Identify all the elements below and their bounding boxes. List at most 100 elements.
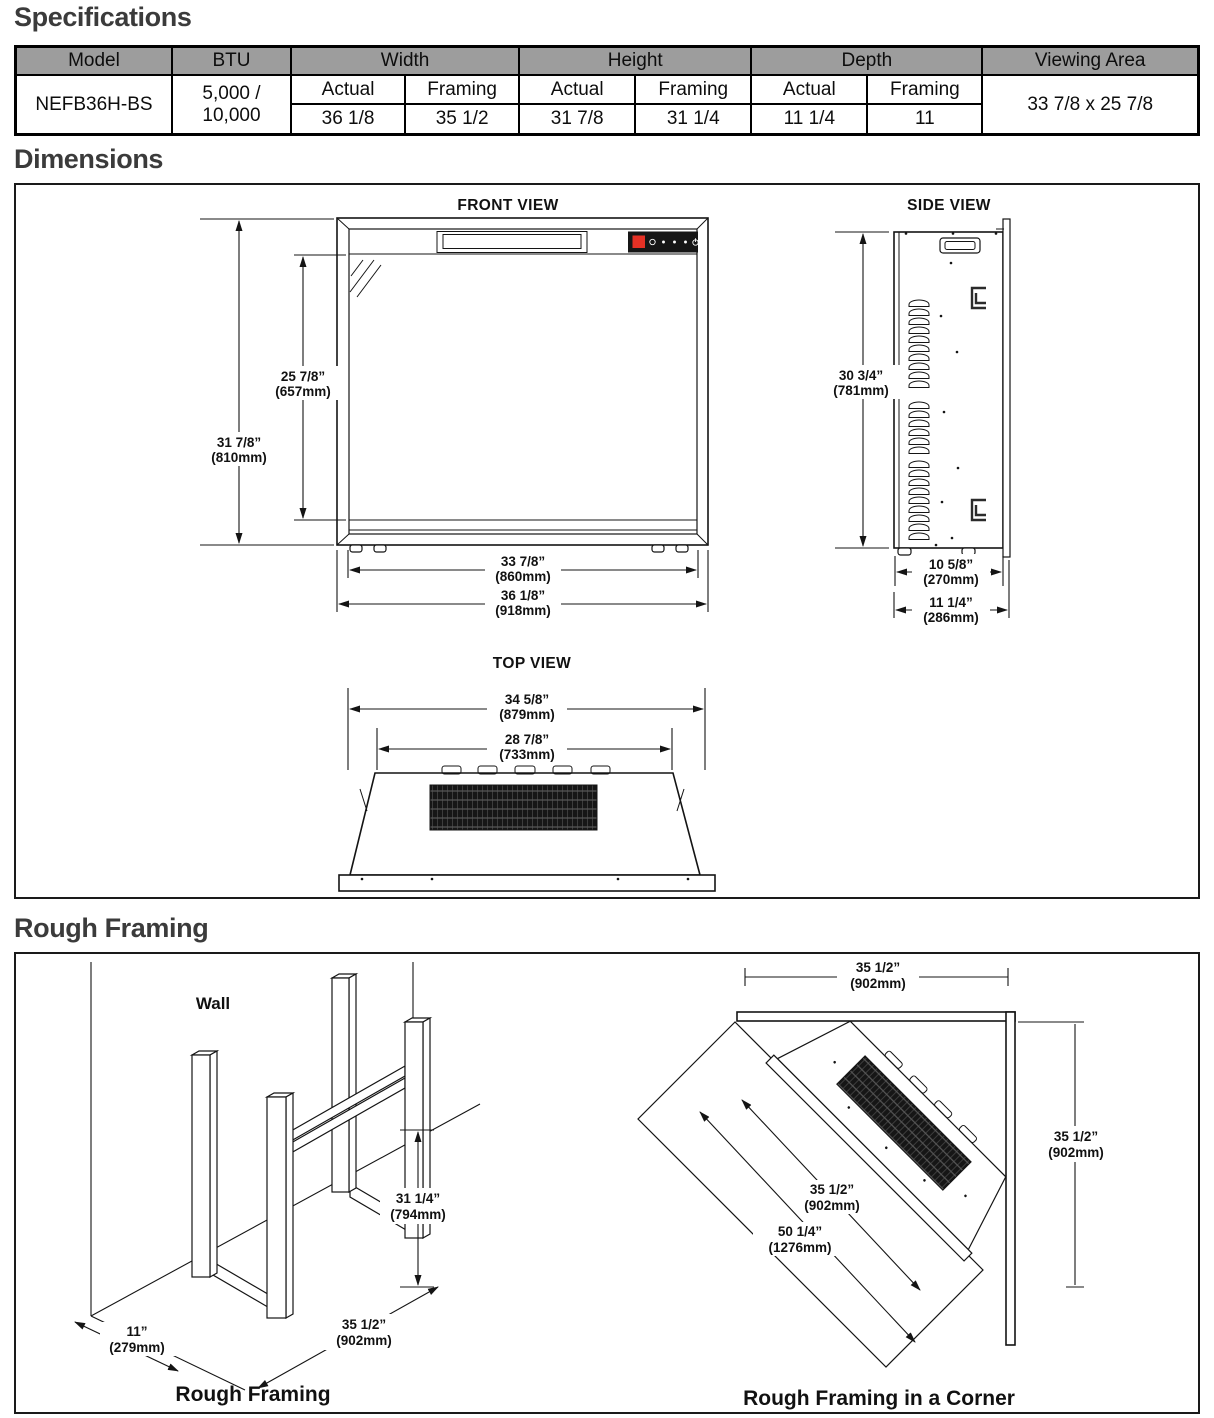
cell-btu-line1: 5,000 /	[202, 82, 261, 104]
dot-icon	[684, 240, 687, 244]
dim-corner-top-width: 35 1/2” (902mm)	[744, 958, 1009, 992]
side-foot	[897, 547, 912, 556]
side-foot	[961, 547, 976, 556]
frame-corner-bevels	[336, 217, 709, 546]
dimensions-drawing: FRONT VIEW	[200, 197, 1011, 892]
stud-back-right	[329, 972, 359, 1194]
screw-dots	[904, 232, 998, 547]
dim-front-overall-height: 31 7/8” (810mm)	[200, 218, 334, 546]
dim-side-height-mm: (781mm)	[833, 383, 889, 398]
mounting-brackets	[970, 286, 986, 522]
dim-side-height-in: 30 3/4”	[839, 368, 883, 383]
dim-top-outer-width-mm: (879mm)	[499, 707, 555, 722]
dim-corner-diagonal-width-in: 35 1/2”	[810, 1182, 854, 1197]
dim-rough-width-mm: (902mm)	[336, 1333, 392, 1348]
corner-right-wall	[1005, 1011, 1016, 1346]
cell-width-actual: 36 1/8	[290, 103, 407, 136]
dimensions-heading: Dimensions	[14, 144, 164, 174]
corner-top-wall	[736, 1011, 1016, 1022]
front-view-label: FRONT VIEW	[457, 197, 558, 214]
control-panel-icons	[649, 238, 699, 246]
dim-front-glass-height-in: 25 7/8”	[281, 369, 325, 384]
dim-rough-depth: 11” (279mm)	[74, 1321, 179, 1372]
cell-btu-line2: 10,000	[202, 104, 261, 126]
dim-top-inner-width-mm: (733mm)	[499, 747, 555, 762]
subheader-depth-framing: Framing	[866, 74, 984, 105]
top-vent-slot-inner	[442, 234, 582, 249]
dim-top-outer-width-in: 34 5/8”	[505, 692, 549, 707]
dot-icon	[673, 240, 676, 244]
subheader-height-framing: Framing	[634, 74, 753, 105]
rough-framing-diagram-box: Wall	[14, 952, 1200, 1414]
dim-front-overall-width: 36 1/8” (918mm)	[336, 550, 709, 621]
front-view: FRONT VIEW	[200, 197, 709, 621]
dimensions-diagram-box: FRONT VIEW	[14, 183, 1200, 899]
dim-front-glass-height: 25 7/8” (657mm)	[266, 254, 346, 521]
subheader-width-framing: Framing	[404, 74, 521, 105]
rough-framing-corner: 35 1/2” (902mm) 35 1/2” (902mm) 35 1/2” …	[637, 958, 1116, 1410]
side-body	[893, 231, 1004, 549]
dim-front-overall-height-in: 31 7/8”	[217, 435, 261, 450]
dim-side-overall-depth-in: 11 1/4”	[929, 595, 973, 610]
dim-rough-opening-height-mm: (794mm)	[390, 1207, 446, 1222]
dim-side-overall-depth: 11 1/4” (286mm)	[893, 560, 1010, 626]
dim-rough-opening-height: 31 1/4” (794mm)	[380, 1129, 456, 1288]
dim-corner-overall-width: 50 1/4” (1276mm)	[699, 1111, 916, 1343]
dim-corner-overall-width-mm: (1276mm)	[768, 1240, 831, 1255]
dim-corner-diagonal-width-mm: (902mm)	[804, 1198, 860, 1213]
top-bumps	[441, 765, 611, 775]
dim-top-inner-width-in: 28 7/8”	[505, 732, 549, 747]
stud-back-left	[189, 1049, 220, 1279]
specifications-table: Model BTU Width Height Depth Viewing Are…	[14, 45, 1200, 136]
dim-side-body-depth-in: 10 5/8”	[929, 557, 973, 572]
base-plate-dots	[360, 877, 690, 881]
top-view: TOP VIEW 34 5/8” (879mm) 28 7/8” (733mm)	[338, 655, 716, 892]
col-header-width: Width	[290, 45, 521, 76]
dim-top-outer-width: 34 5/8” (879mm)	[347, 688, 706, 770]
mode-icon	[649, 238, 656, 246]
dim-front-overall-width-mm: (918mm)	[495, 603, 551, 618]
col-header-model: Model	[14, 45, 173, 76]
side-handle	[939, 237, 981, 254]
dim-side-overall-depth-mm: (286mm)	[923, 610, 979, 625]
dim-side-body-depth: 10 5/8” (270mm)	[894, 554, 1004, 588]
dim-corner-top-width-mm: (902mm)	[850, 976, 906, 991]
dim-top-inner-width: 28 7/8” (733mm)	[376, 728, 673, 770]
front-flange	[1002, 218, 1011, 558]
cell-height-actual: 31 7/8	[518, 103, 637, 136]
dim-front-overall-width-in: 36 1/8”	[501, 588, 545, 603]
cell-depth-framing: 11	[866, 103, 984, 136]
cell-viewing-area: 33 7/8 x 25 7/8	[981, 74, 1200, 136]
dim-rough-depth-in: 11”	[126, 1324, 147, 1339]
dot-icon	[662, 240, 665, 244]
rough-framing-caption: Rough Framing	[175, 1383, 330, 1406]
subheader-depth-actual: Actual	[750, 74, 869, 105]
dim-corner-right-width: 35 1/2” (902mm)	[1018, 1021, 1116, 1288]
dim-front-face-width: 33 7/8” (860mm)	[347, 550, 699, 586]
top-base-plate	[338, 874, 716, 892]
specifications-heading: Specifications	[14, 2, 192, 32]
corner-caption: Rough Framing in a Corner	[743, 1387, 1015, 1410]
dim-corner-right-width-in: 35 1/2”	[1054, 1129, 1098, 1144]
side-handle-inner	[944, 241, 976, 250]
fireplace-front-face	[348, 228, 698, 535]
subheader-height-actual: Actual	[518, 74, 637, 105]
dim-corner-overall-width-in: 50 1/4”	[778, 1224, 822, 1239]
top-side-marks	[359, 788, 685, 812]
cell-model: NEFB36H-BS	[14, 74, 173, 136]
top-vent-slot	[436, 231, 588, 253]
dim-rough-depth-mm: (279mm)	[109, 1340, 165, 1355]
col-header-height: Height	[518, 45, 753, 76]
dim-front-overall-height-mm: (810mm)	[211, 450, 267, 465]
corner-unit-bumps	[884, 1050, 977, 1144]
dim-front-face-width-mm: (860mm)	[495, 569, 551, 584]
cell-depth-actual: 11 1/4	[750, 103, 869, 136]
side-view: SIDE VIEW	[824, 197, 1011, 626]
col-header-viewing-area: Viewing Area	[981, 45, 1200, 76]
front-feet	[349, 544, 689, 553]
dim-side-body-depth-mm: (270mm)	[923, 572, 979, 587]
dim-rough-width-in: 35 1/2”	[342, 1317, 386, 1332]
dim-side-height: 30 3/4” (781mm)	[824, 231, 900, 549]
side-view-label: SIDE VIEW	[907, 197, 991, 214]
stud-front-left	[264, 1091, 296, 1320]
